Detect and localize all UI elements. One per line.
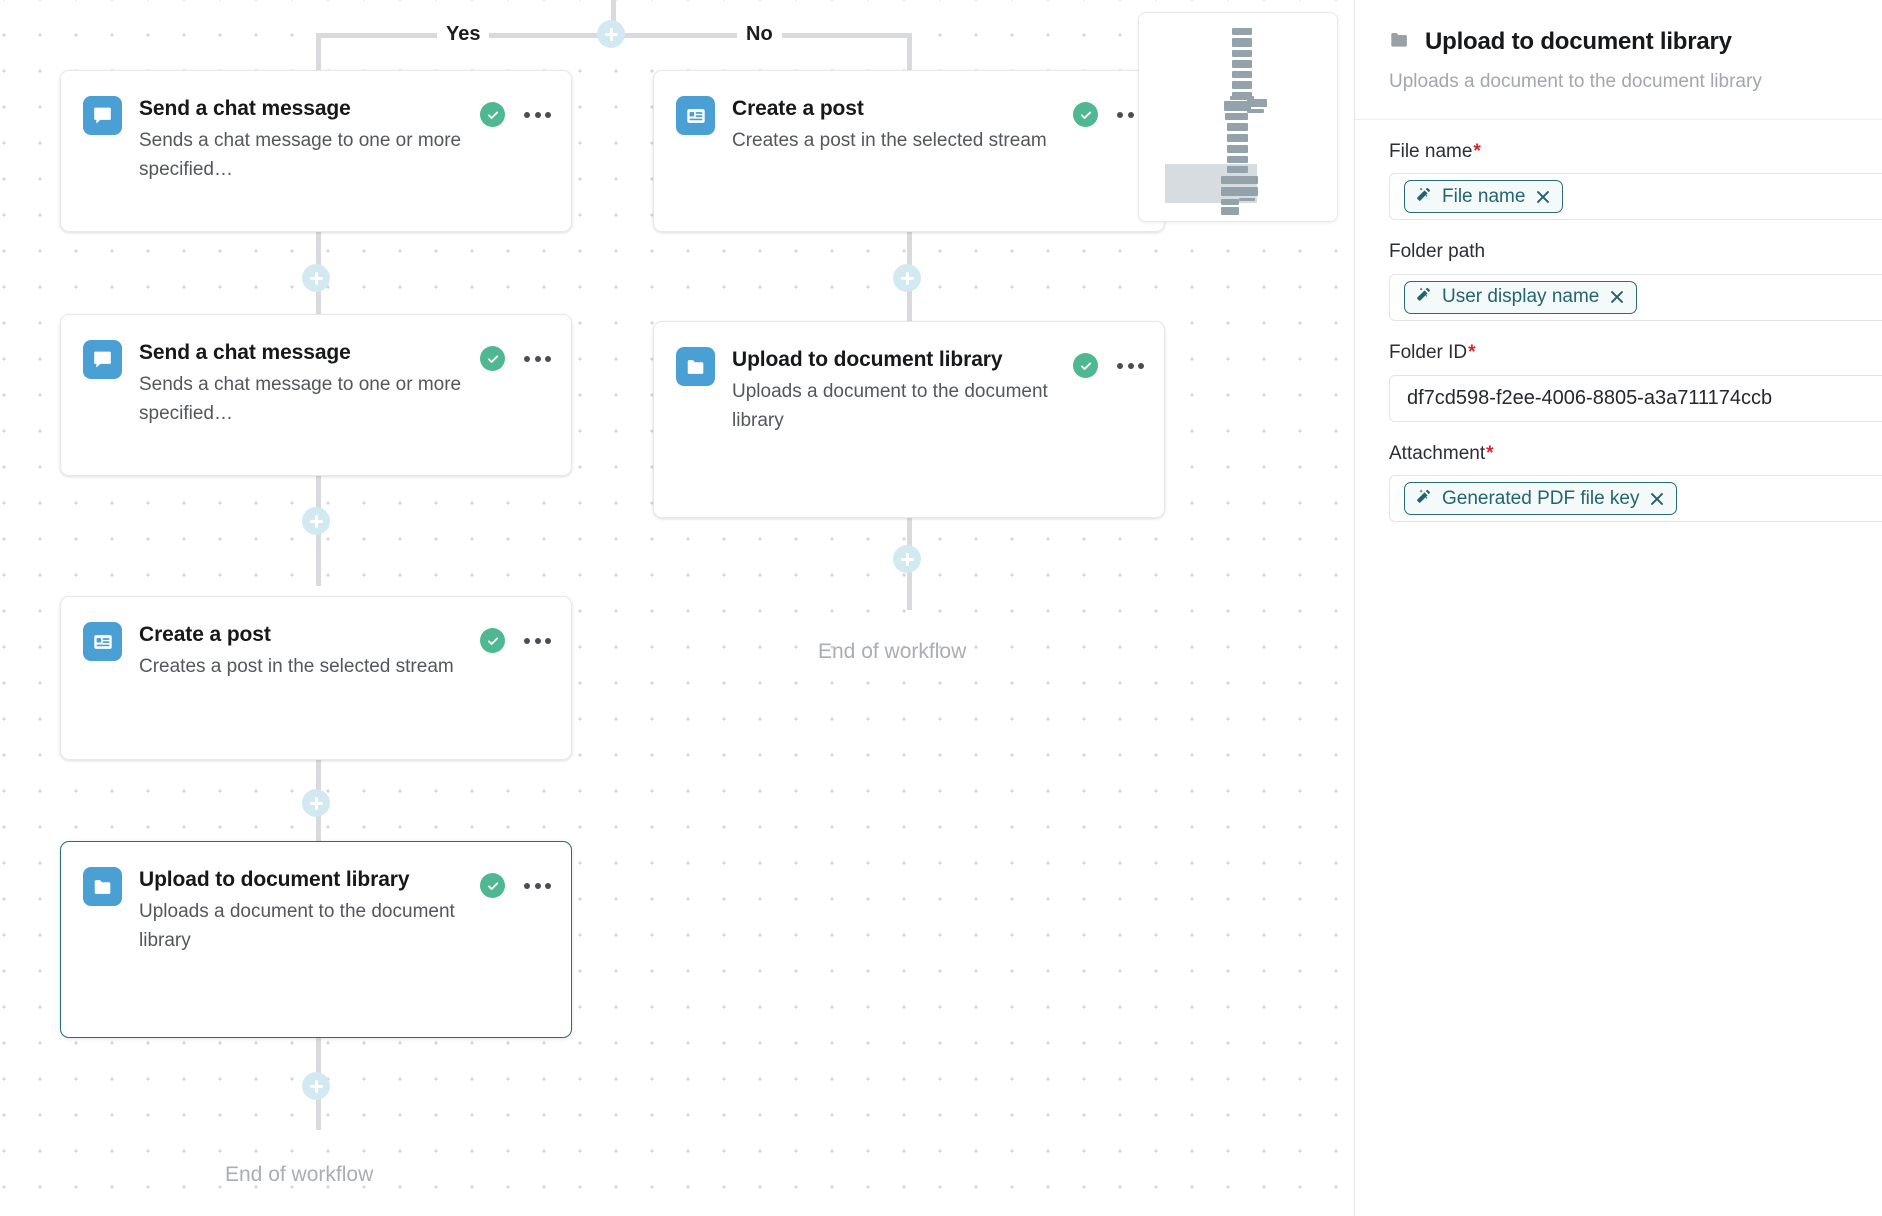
workflow-minimap[interactable] <box>1138 12 1338 222</box>
chat-bubble-icon <box>83 96 122 135</box>
node-description: Sends a chat message to one or more spec… <box>139 373 462 424</box>
status-valid-icon <box>480 102 505 127</box>
add-step-button-no-1[interactable] <box>893 264 921 292</box>
node-title: Create a post <box>732 97 864 120</box>
field-input-folder-id[interactable]: df7cd598-f2ee-4006-8805-a3a711174ccb <box>1389 374 1882 422</box>
node-title: Send a chat message <box>139 341 351 364</box>
workflow-node-create-a-post-no[interactable]: Create a post Creates a post in the sele… <box>653 70 1165 232</box>
field-input-file-name[interactable]: File name <box>1389 173 1882 221</box>
chat-bubble-icon <box>83 340 122 379</box>
branch-label-yes: Yes <box>437 24 490 44</box>
panel-subtitle: Uploads a document to the document libra… <box>1389 71 1762 92</box>
status-valid-icon <box>1073 353 1098 378</box>
add-step-button-no-2[interactable] <box>893 545 921 573</box>
node-actions <box>480 346 551 371</box>
node-title: Send a chat message <box>139 97 351 120</box>
folder-icon <box>676 347 715 386</box>
edge-no-drop <box>907 33 912 70</box>
add-step-button-yes-4[interactable] <box>302 1072 330 1100</box>
node-menu-button[interactable] <box>524 352 551 366</box>
workflow-node-create-a-post-yes[interactable]: Create a post Creates a post in the sele… <box>60 596 572 760</box>
remove-token-button[interactable] <box>1535 189 1551 205</box>
add-step-button-yes-2[interactable] <box>302 507 330 535</box>
field-label: Folder path <box>1389 241 1486 263</box>
add-step-button-yes-1[interactable] <box>302 264 330 292</box>
magic-wand-icon <box>1415 286 1432 308</box>
post-card-icon <box>676 96 715 135</box>
node-title: Create a post <box>139 623 271 646</box>
node-description: Creates a post in the selected stream <box>139 655 454 677</box>
node-actions <box>480 102 551 127</box>
panel-header: Upload to document library <box>1389 28 1882 56</box>
edge-yes-drop <box>316 33 321 70</box>
field-folder-id: Folder ID* df7cd598-f2ee-4006-8805-a3a71… <box>1389 341 1882 422</box>
branch-label-no: No <box>737 24 782 44</box>
node-actions <box>480 628 551 653</box>
node-settings-panel: Upload to document library Uploads a doc… <box>1354 0 1882 1216</box>
node-description: Sends a chat message to one or more spec… <box>139 129 462 180</box>
required-marker: * <box>1486 442 1494 464</box>
add-step-button-yes-3[interactable] <box>302 789 330 817</box>
node-actions <box>1073 353 1144 378</box>
status-valid-icon <box>1073 102 1098 127</box>
status-valid-icon <box>480 346 505 371</box>
end-of-workflow-yes: End of workflow <box>225 1163 374 1186</box>
field-folder-path: Folder path User display name <box>1389 240 1882 321</box>
field-label: File name* <box>1389 140 1481 162</box>
field-label: Folder ID* <box>1389 341 1476 363</box>
folder-icon <box>83 867 122 906</box>
workflow-node-send-chat-message-1[interactable]: Send a chat message Sends a chat message… <box>60 70 572 232</box>
node-title: Upload to document library <box>732 348 1003 371</box>
workflow-node-send-chat-message-2[interactable]: Send a chat message Sends a chat message… <box>60 314 572 476</box>
folder-icon <box>1389 29 1411 56</box>
end-of-workflow-no: End of workflow <box>818 640 967 663</box>
node-description: Uploads a document to the document libra… <box>139 900 455 951</box>
status-valid-icon <box>480 628 505 653</box>
panel-divider <box>1355 118 1882 120</box>
node-description: Uploads a document to the document libra… <box>732 380 1048 431</box>
required-marker: * <box>1473 140 1481 162</box>
edge-condition-stem <box>611 0 616 35</box>
token-generated-pdf-file-key[interactable]: Generated PDF file key <box>1404 482 1678 516</box>
node-actions <box>480 873 551 898</box>
workflow-node-upload-to-document-library-no[interactable]: Upload to document library Uploads a doc… <box>653 321 1165 518</box>
token-file-name[interactable]: File name <box>1404 180 1564 214</box>
node-menu-button[interactable] <box>524 108 551 122</box>
token-label: File name <box>1442 185 1526 207</box>
node-title: Upload to document library <box>139 868 410 891</box>
post-card-icon <box>83 622 122 661</box>
magic-wand-icon <box>1415 186 1432 208</box>
token-label: Generated PDF file key <box>1442 487 1640 509</box>
node-description: Creates a post in the selected stream <box>732 129 1047 151</box>
node-actions <box>1073 102 1144 127</box>
field-input-attachment[interactable]: Generated PDF file key <box>1389 475 1882 523</box>
node-menu-button[interactable] <box>524 634 551 648</box>
node-menu-button[interactable] <box>1117 359 1144 373</box>
workflow-node-upload-to-document-library-yes[interactable]: Upload to document library Uploads a doc… <box>60 841 572 1038</box>
field-input-folder-path[interactable]: User display name <box>1389 273 1882 321</box>
node-menu-button[interactable] <box>524 879 551 893</box>
field-attachment: Attachment* Generated PDF file key <box>1389 442 1882 523</box>
field-file-name: File name* File name <box>1389 140 1882 221</box>
panel-title: Upload to document library <box>1425 28 1732 55</box>
required-marker: * <box>1468 341 1476 363</box>
field-label: Attachment* <box>1389 442 1494 464</box>
add-step-button-branch[interactable] <box>597 20 625 48</box>
workflow-canvas[interactable]: Yes No End of workflow End of workflow <box>0 0 1353 1216</box>
remove-token-button[interactable] <box>1649 491 1665 507</box>
status-valid-icon <box>480 873 505 898</box>
canvas-bottom-fade <box>0 1186 1353 1216</box>
remove-token-button[interactable] <box>1609 289 1625 305</box>
token-user-display-name[interactable]: User display name <box>1404 280 1638 314</box>
magic-wand-icon <box>1415 488 1432 510</box>
token-label: User display name <box>1442 286 1600 308</box>
